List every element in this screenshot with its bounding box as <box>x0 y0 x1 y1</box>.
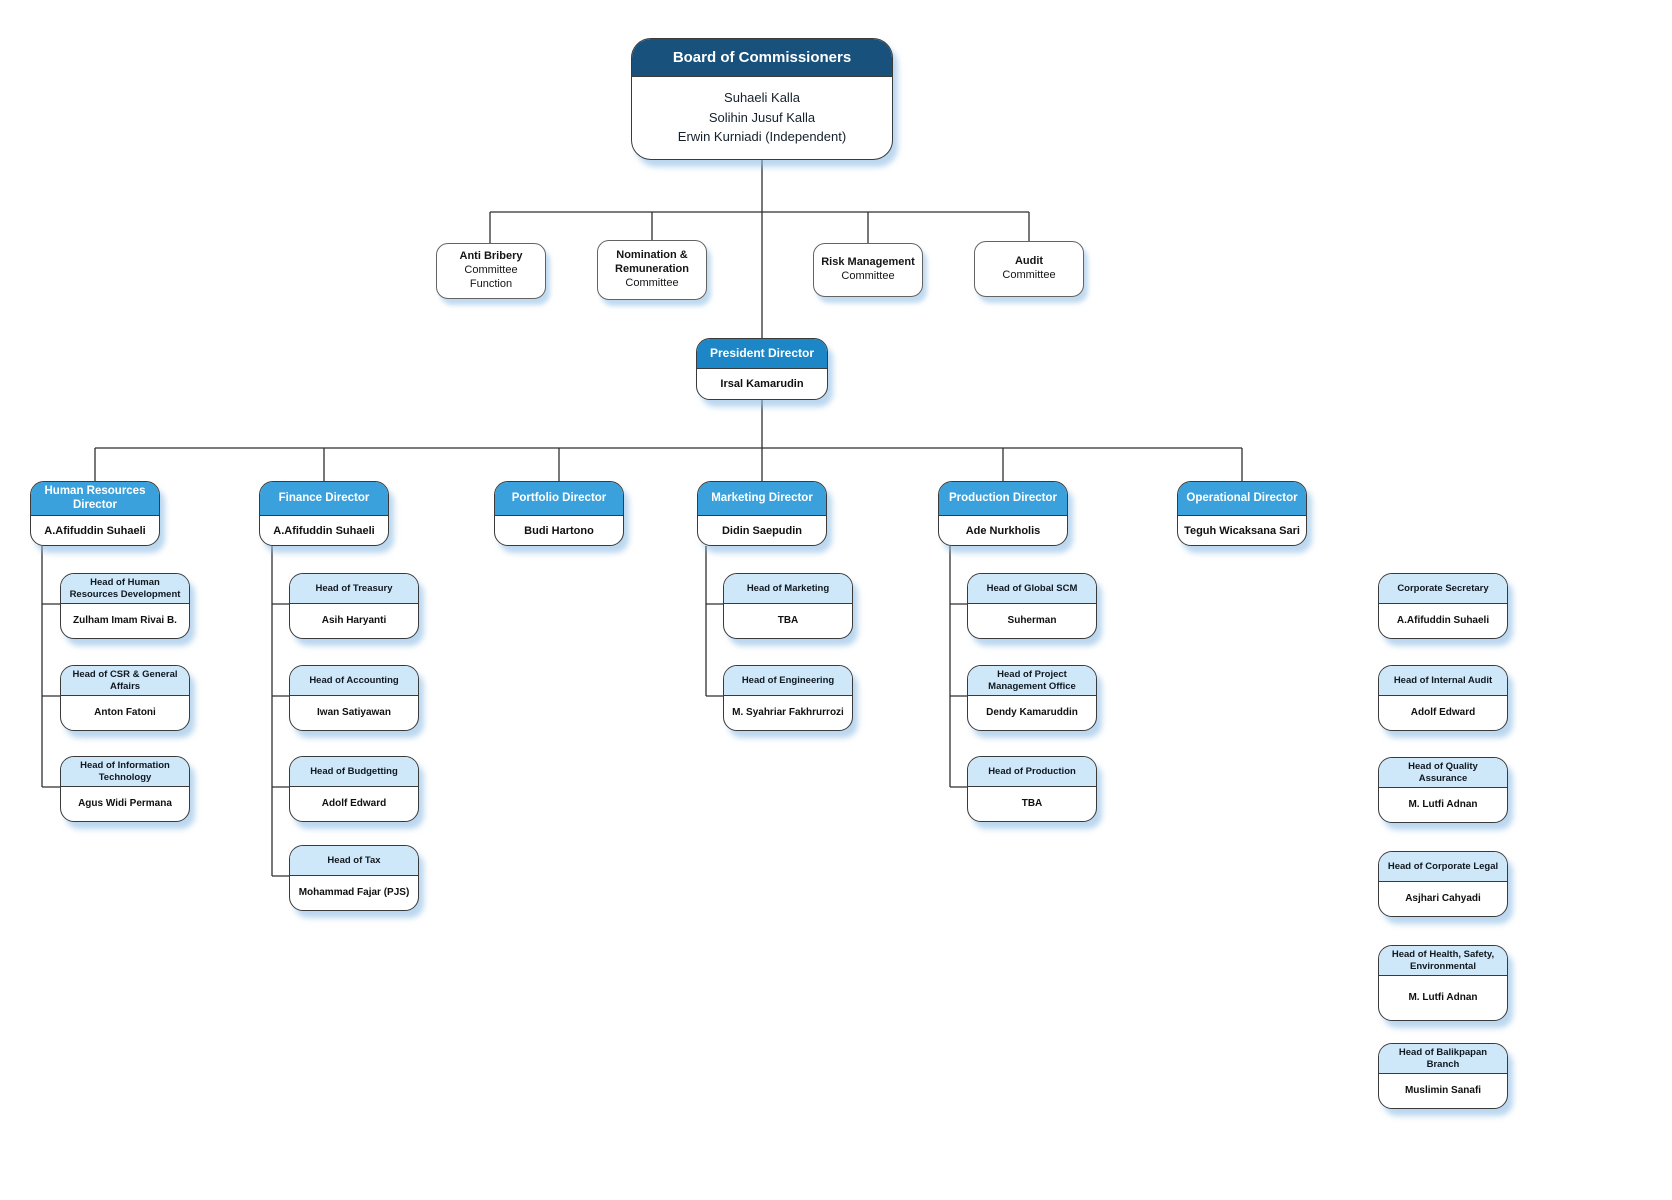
director-box-operational: Operational Director Teguh Wicaksana Sar… <box>1177 481 1307 546</box>
committee-box-risk-management: Risk Management Committee <box>813 243 923 297</box>
director-box-finance: Finance Director A.Afifuddin Suhaeli <box>259 481 389 546</box>
sub-unit-title: Head of Production <box>968 757 1096 787</box>
sub-unit-name: Agus Widi Permana <box>78 798 172 809</box>
sub-unit-title: Head of Tax <box>290 846 418 876</box>
sub-unit-box-accounting: Head of Accounting Iwan Satiyawan <box>289 665 419 731</box>
committee-subtitle: Committee <box>1002 269 1056 281</box>
staff-name: M. Lutfi Adnan <box>1408 799 1478 810</box>
committee-subtitle: Committee <box>625 276 679 289</box>
president-title: President Director <box>697 339 827 369</box>
sub-unit-name: Dendy Kamaruddin <box>986 707 1078 718</box>
director-title: Portfolio Director <box>495 482 623 516</box>
staff-title: Head of Internal Audit <box>1379 666 1507 696</box>
staff-title: Head of Balikpapan Branch <box>1379 1044 1507 1074</box>
director-title: Production Director <box>939 482 1067 516</box>
staff-name: M. Lutfi Adnan <box>1408 992 1478 1003</box>
director-box-production: Production Director Ade Nurkholis <box>938 481 1068 546</box>
board-member: Erwin Kurniadi (Independent) <box>677 129 847 145</box>
staff-box-internal-audit: Head of Internal Audit Adolf Edward <box>1378 665 1508 731</box>
sub-unit-name: Mohammad Fajar (PJS) <box>298 887 410 898</box>
staff-box-quality-assurance: Head of Quality Assurance M. Lutfi Adnan <box>1378 757 1508 823</box>
staff-name: Asjhari Cahyadi <box>1405 893 1481 904</box>
staff-title: Head of Quality Assurance <box>1379 758 1507 788</box>
director-name: A.Afifuddin Suhaeli <box>273 524 375 537</box>
committee-title: Audit <box>1014 255 1044 268</box>
sub-unit-box-marketing: Head of Marketing TBA <box>723 573 853 639</box>
sub-unit-box-budgetting: Head of Budgetting Adolf Edward <box>289 756 419 822</box>
sub-unit-title: Head of Global SCM <box>968 574 1096 604</box>
staff-box-balikpapan-branch: Head of Balikpapan Branch Muslimin Sanaf… <box>1378 1043 1508 1109</box>
committee-subtitle: Committee <box>841 270 895 282</box>
sub-unit-title: Head of CSR & General Affairs <box>61 666 189 696</box>
director-box-human-resources: Human Resources Director A.Afifuddin Suh… <box>30 481 160 546</box>
sub-unit-name: TBA <box>777 615 799 626</box>
director-title: Marketing Director <box>698 482 826 516</box>
sub-unit-box-hr-development: Head of Human Resources Development Zulh… <box>60 573 190 639</box>
board-member: Suhaeli Kalla <box>724 89 800 105</box>
board-of-commissioners-box: Board of Commissioners Suhaeli Kalla Sol… <box>631 38 893 160</box>
staff-box-corporate-legal: Head of Corporate Legal Asjhari Cahyadi <box>1378 851 1508 917</box>
sub-unit-title: Head of Treasury <box>290 574 418 604</box>
sub-unit-box-global-scm: Head of Global SCM Suherman <box>967 573 1097 639</box>
sub-unit-box-tax: Head of Tax Mohammad Fajar (PJS) <box>289 845 419 911</box>
staff-name: A.Afifuddin Suhaeli <box>1396 615 1490 626</box>
sub-unit-title: Head of Accounting <box>290 666 418 696</box>
board-title: Board of Commissioners <box>632 39 892 77</box>
sub-unit-box-information-technology: Head of Information Technology Agus Widi… <box>60 756 190 822</box>
sub-unit-title: Head of Human Resources Development <box>61 574 189 604</box>
director-box-marketing: Marketing Director Didin Saepudin <box>697 481 827 546</box>
committee-title: Nomination & Remuneration <box>615 249 689 276</box>
sub-unit-name: Adolf Edward <box>321 798 387 809</box>
sub-unit-name: Asih Haryanti <box>321 615 387 626</box>
sub-unit-name: M. Syahriar Fakhrurrozi <box>732 707 844 718</box>
staff-box-corporate-secretary: Corporate Secretary A.Afifuddin Suhaeli <box>1378 573 1508 639</box>
director-title: Human Resources Director <box>31 482 159 516</box>
board-member: Solihin Jusuf Kalla <box>708 109 816 125</box>
director-title: Finance Director <box>260 482 388 516</box>
staff-name: Muslimin Sanafi <box>1404 1085 1482 1096</box>
sub-unit-name: Anton Fatoni <box>94 707 156 718</box>
sub-unit-title: Head of Information Technology <box>61 757 189 787</box>
sub-unit-box-project-management-office: Head of Project Management Office Dendy … <box>967 665 1097 731</box>
committee-box-nomination-remuneration: Nomination & Remuneration Committee <box>597 240 707 300</box>
sub-unit-name: Zulham Imam Rivai B. <box>73 615 177 626</box>
president-director-box: President Director Irsal Kamarudin <box>696 338 828 400</box>
director-name: Budi Hartono <box>524 524 594 537</box>
staff-title: Corporate Secretary <box>1379 574 1507 604</box>
director-name: Didin Saepudin <box>721 524 803 537</box>
director-box-portfolio: Portfolio Director Budi Hartono <box>494 481 624 546</box>
sub-unit-title: Head of Marketing <box>724 574 852 604</box>
sub-unit-name: Iwan Satiyawan <box>317 707 391 718</box>
sub-unit-box-csr-general-affairs: Head of CSR & General Affairs Anton Fato… <box>60 665 190 731</box>
director-name: Ade Nurkholis <box>965 524 1041 537</box>
sub-unit-box-engineering: Head of Engineering M. Syahriar Fakhrurr… <box>723 665 853 731</box>
committee-subtitle: Committee Function <box>464 264 518 290</box>
sub-unit-title: Head of Budgetting <box>290 757 418 787</box>
staff-box-health-safety-environmental: Head of Health, Safety, Environmental M.… <box>1378 945 1508 1021</box>
staff-title: Head of Corporate Legal <box>1379 852 1507 882</box>
director-name: A.Afifuddin Suhaeli <box>44 524 146 537</box>
committee-title: Anti Bribery <box>459 250 523 263</box>
sub-unit-title: Head of Project Management Office <box>968 666 1096 696</box>
sub-unit-name: TBA <box>1021 798 1043 809</box>
staff-title: Head of Health, Safety, Environmental <box>1379 946 1507 976</box>
committee-box-audit: Audit Committee <box>974 241 1084 297</box>
sub-unit-box-production: Head of Production TBA <box>967 756 1097 822</box>
director-title: Operational Director <box>1178 482 1306 516</box>
director-name: Teguh Wicaksana Sari <box>1184 524 1300 537</box>
president-name: Irsal Kamarudin <box>720 378 804 390</box>
sub-unit-name: Suherman <box>1007 615 1057 626</box>
sub-unit-box-treasury: Head of Treasury Asih Haryanti <box>289 573 419 639</box>
committee-title: Risk Management <box>821 256 915 269</box>
sub-unit-title: Head of Engineering <box>724 666 852 696</box>
staff-name: Adolf Edward <box>1410 707 1476 718</box>
committee-box-anti-bribery: Anti Bribery Committee Function <box>436 243 546 299</box>
